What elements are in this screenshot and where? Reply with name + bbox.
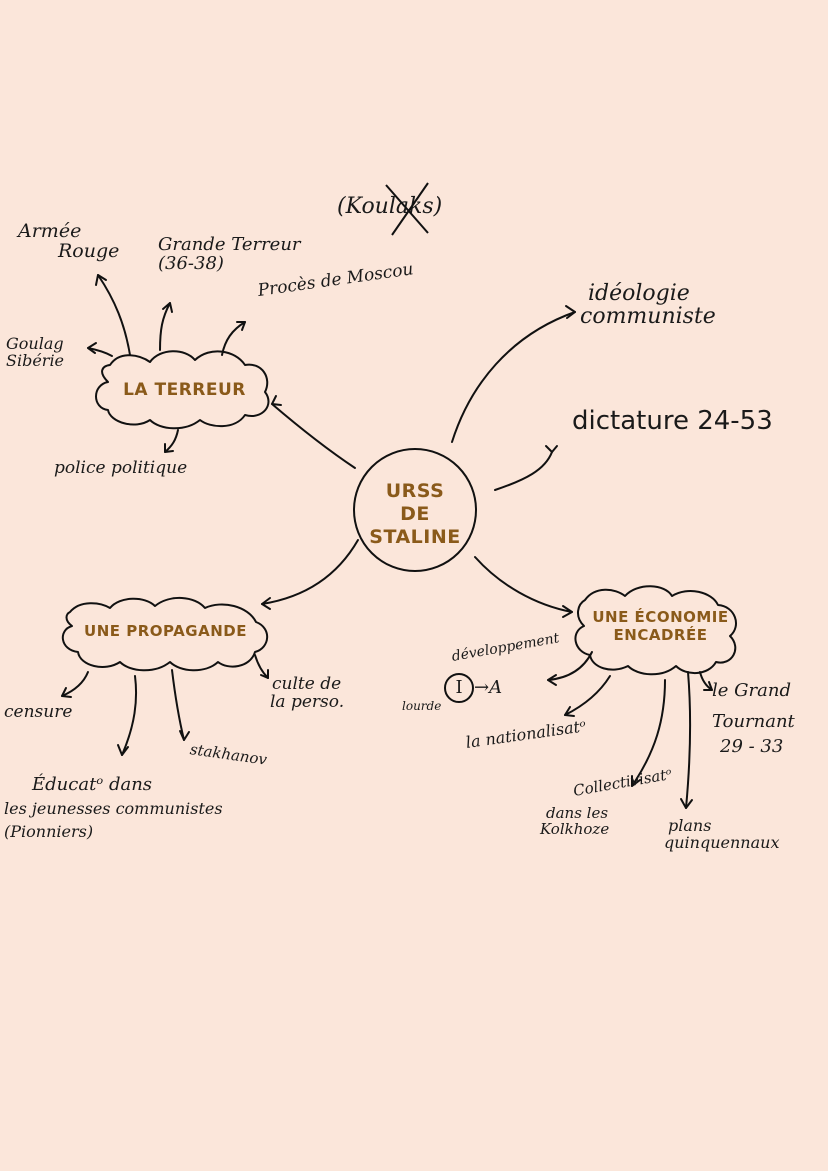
cloud-la-terreur xyxy=(95,350,270,430)
education-line1: Éducatᵒ dans xyxy=(32,774,153,795)
economie-title-line1: UNE ÉCONOMIE xyxy=(592,608,729,626)
goulag-line2: Sibérie xyxy=(6,350,65,370)
industrie-arrow: →A xyxy=(474,677,503,698)
center-title-line2: DE STALINE xyxy=(369,502,461,548)
ideologie-line2: communiste xyxy=(580,304,716,330)
koulaks-close: ) xyxy=(433,194,443,219)
culte-label: culte de la perso. xyxy=(262,674,345,712)
police-label: police politique xyxy=(54,458,188,478)
koulaks-label: (Koulaks) xyxy=(337,182,443,236)
goulag-line1: Goulag xyxy=(6,334,64,353)
grand-tournant-line3: 29 - 33 xyxy=(720,735,784,757)
education-line2: les jeunesses communistes xyxy=(4,798,223,818)
dictature-label: dictature 24-53 xyxy=(572,406,773,436)
center-title-line1: URSS xyxy=(385,480,445,502)
censure-label: censure xyxy=(4,702,73,722)
cloud-une-economie xyxy=(574,585,737,676)
grand-tournant-label: le Grand Tournant 29 - 33 xyxy=(712,680,795,757)
education-line3: (Pionniers) xyxy=(4,821,94,841)
grande-terreur-label: Grande Terreur (36-38) xyxy=(158,234,301,274)
plans-label: plans quinquennaux xyxy=(664,816,780,852)
collectivisation-label: Collectivisatᵒ dans les Kolkhoze xyxy=(540,765,674,838)
culte-line2: la perso. xyxy=(270,691,345,712)
plans-line2: quinquennaux xyxy=(664,832,780,852)
industrie-circled: I xyxy=(444,673,474,703)
grand-tournant-line2: Tournant xyxy=(712,710,795,732)
propagande-title: UNE PROPAGANDE xyxy=(84,622,247,640)
ideologie-line1: idéologie xyxy=(588,281,690,306)
collectivisation-line2: dans les xyxy=(546,803,609,822)
education-label: Éducatᵒ dans les jeunesses communistes (… xyxy=(4,774,223,841)
grande-terreur-line1: Grande Terreur xyxy=(158,234,301,255)
armee-line1: Armée xyxy=(18,220,82,242)
grand-tournant-line1: le Grand xyxy=(712,680,791,701)
goulag-label: Goulag Sibérie xyxy=(6,334,65,370)
strike-through-icon xyxy=(384,182,429,236)
plans-line1: plans xyxy=(668,816,712,835)
armee-rouge-label: Armée Rouge xyxy=(18,220,120,262)
economie-title: UNE ÉCONOMIE ENCADRÉE xyxy=(588,608,733,644)
cloud-une-propagande xyxy=(62,597,269,672)
koulaks-struck: Koulaks xyxy=(345,182,434,236)
lourde-label: lourde xyxy=(402,699,442,713)
koulaks-open: ( xyxy=(337,194,346,219)
economie-title-line2: ENCADRÉE xyxy=(613,626,708,644)
culte-line1: culte de xyxy=(272,674,342,694)
grande-terreur-line2: (36-38) xyxy=(158,252,224,274)
armee-line2: Rouge xyxy=(58,239,120,262)
terreur-title: LA TERREUR xyxy=(123,380,246,400)
center-node-circle xyxy=(353,448,477,572)
collectivisation-line3: Kolkhoze xyxy=(540,819,610,838)
industrie-mark: I→A xyxy=(444,673,502,703)
koulaks-word: Koulaks xyxy=(345,194,434,219)
center-title: URSS DE STALINE xyxy=(355,480,475,548)
ideologie-label: idéologie communiste xyxy=(580,281,716,328)
